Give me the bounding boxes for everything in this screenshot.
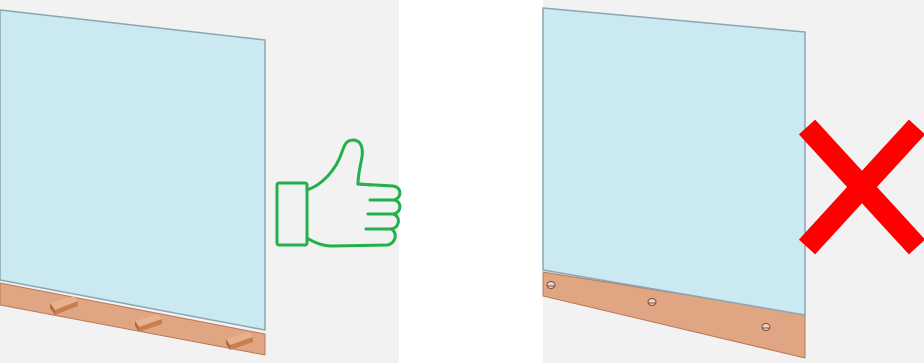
red-cross-icon (798, 119, 924, 255)
bolt (647, 298, 657, 306)
right-glass-pane (542, 7, 806, 316)
wood-block (50, 296, 78, 315)
correct-example-panel (0, 0, 399, 363)
wood-block (135, 314, 162, 332)
incorrect-example-panel (542, 0, 924, 363)
wood-block (226, 332, 253, 350)
thumbs-up-icon (275, 138, 402, 248)
bolt (546, 281, 556, 289)
bolt (761, 323, 771, 331)
left-glass-pane (0, 9, 266, 331)
